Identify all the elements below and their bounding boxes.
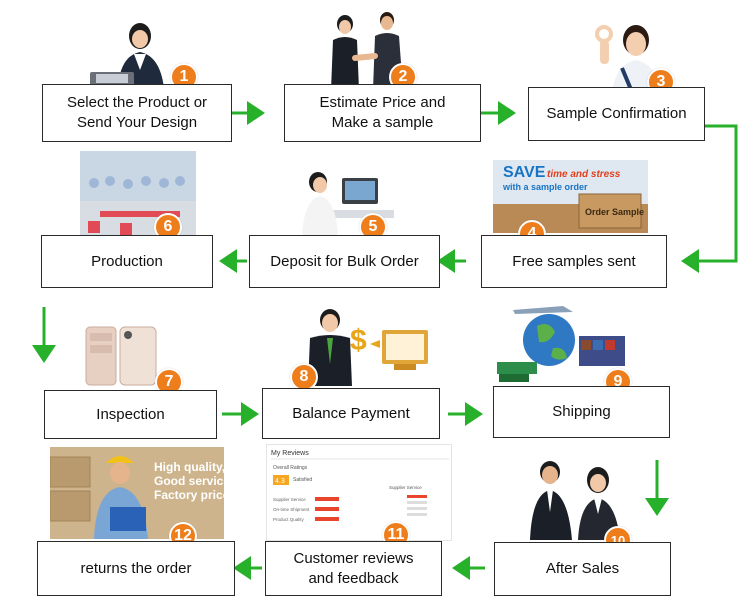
reviews-row: Supplier Service — [273, 497, 306, 502]
reviews-right-title: Supplier Service — [389, 485, 422, 490]
arrow-3-4 — [681, 124, 738, 273]
reviews-row: On-time Shipment — [273, 507, 310, 512]
desk-worker-icon — [284, 160, 394, 236]
reviews-satisfied: Satisfied — [293, 477, 312, 483]
step-12-returns-order: returns the order — [37, 541, 235, 596]
step-label: Shipping — [552, 403, 611, 420]
step-label: Deposit for Bulk Order — [270, 252, 419, 270]
businessman-money-icon: $ — [298, 304, 436, 386]
step-11-customer-reviews: Customer reviews and feedback — [265, 541, 442, 596]
step-4-free-samples: Free samples sent — [481, 235, 667, 288]
save-text: with a sample order — [502, 182, 588, 192]
step-label: After Sales — [545, 560, 620, 577]
review-screenshot-icon: My Reviews Overall Ratings 4.3 Satisfied… — [266, 444, 452, 541]
step-8-balance-payment: Balance Payment — [262, 388, 440, 439]
save-text: time and stress — [547, 169, 621, 180]
worker-hardhat-icon: High quality, Good service Factory price — [50, 447, 224, 539]
step-label: Estimate Price and — [319, 94, 446, 111]
reviews-row: Product Quality — [273, 517, 305, 522]
step-label: Free samples sent — [512, 252, 636, 270]
globe-ship-icon — [493, 300, 633, 386]
step-label: Select the Product or — [66, 94, 208, 111]
sample-box-icon: SAVE time and stress with a sample order… — [493, 160, 648, 233]
step-label: Production — [91, 252, 163, 270]
step-7-inspection: Inspection — [44, 390, 217, 439]
reviews-title: My Reviews — [271, 450, 309, 457]
ok-gesture-woman-icon — [592, 16, 670, 92]
step-label: Balance Payment — [292, 404, 410, 422]
step-1-select-product: Select the Product or Send Your Design — [42, 84, 232, 142]
step-label: Send Your Design — [76, 114, 198, 131]
step-5-deposit: Deposit for Bulk Order — [249, 235, 440, 288]
phone-case-icon — [82, 323, 162, 389]
step-9-shipping: Shipping — [493, 386, 670, 438]
banner-text: Good service — [154, 474, 224, 488]
step-number-badge: 8 — [290, 363, 318, 391]
svg-text:$: $ — [350, 324, 367, 357]
save-text: SAVE — [503, 164, 546, 181]
woman-laptop-icon — [88, 10, 184, 90]
step-label: and feedback — [308, 569, 399, 587]
order-sample-label: Order Sample — [585, 207, 644, 217]
step-3-sample-confirmation: Sample Confirmation — [528, 87, 705, 141]
step-6-production: Production — [41, 235, 213, 288]
step-label: Make a sample — [331, 114, 434, 131]
step-label: Inspection — [96, 405, 165, 423]
banner-text: High quality, — [154, 460, 224, 474]
step-label: Customer reviews — [293, 549, 414, 567]
step-label: Sample Confirmation — [546, 105, 687, 122]
reviews-score: 4.3 — [275, 478, 285, 485]
step-10-after-sales: After Sales — [494, 542, 671, 596]
reviews-overall: Overall Ratings — [273, 465, 308, 471]
banner-text: Factory price — [154, 488, 224, 502]
step-label: returns the order — [80, 559, 192, 577]
